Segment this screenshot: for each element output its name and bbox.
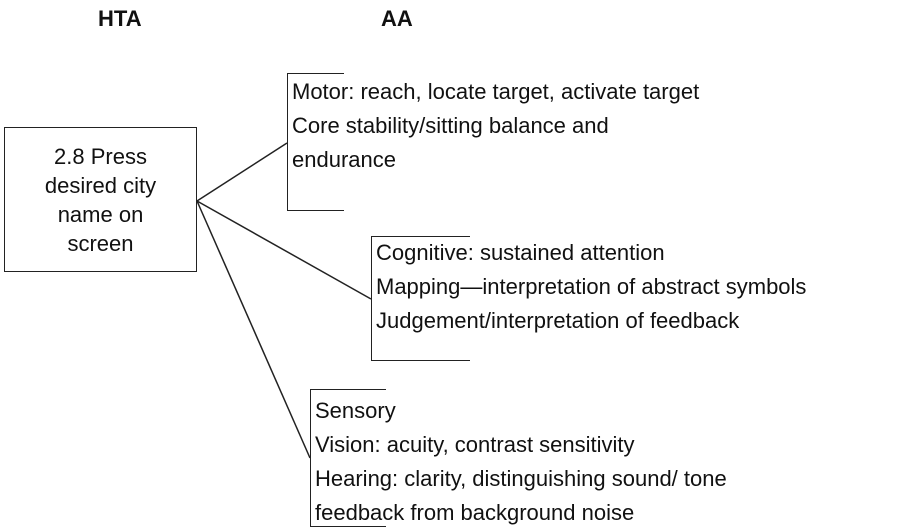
sensory-line: Hearing: clarity, distinguishing sound/ … [315, 466, 727, 491]
cognitive-line: Cognitive: sustained attention [376, 240, 665, 265]
cognitive-bracket [371, 236, 470, 361]
sensory-line: feedback from background noise [315, 500, 635, 525]
motor-bracket [287, 73, 344, 211]
task-line: name on [57, 201, 144, 227]
connector-cognitive [196, 200, 372, 300]
hta-header: HTA [98, 6, 142, 31]
task-box: 2.8 Press desired city name on screen [4, 127, 197, 272]
task-line: screen [67, 230, 134, 256]
task-line: 2.8 Press [54, 143, 147, 169]
sensory-bracket [310, 389, 386, 527]
connector-sensory [196, 200, 311, 459]
cognitive-group: Cognitive: sustained attention Mapping—i… [376, 236, 806, 338]
task-line: desired city [44, 172, 157, 198]
connector-motor [196, 142, 288, 202]
cognitive-line: Judgement/interpretation of feedback [376, 308, 740, 333]
sensory-line: Vision: acuity, contrast sensitivity [315, 432, 635, 457]
motor-line: endurance [292, 147, 396, 172]
cognitive-line: Mapping—interpretation of abstract symbo… [376, 274, 807, 299]
sensory-group: Sensory Vision: acuity, contrast sensiti… [315, 394, 727, 530]
aa-header: AA [381, 6, 413, 31]
motor-line: Motor: reach, locate target, activate ta… [292, 79, 700, 104]
motor-group: Motor: reach, locate target, activate ta… [292, 75, 699, 177]
sensory-line: Sensory [315, 398, 396, 423]
motor-line: Core stability/sitting balance and [292, 113, 609, 138]
